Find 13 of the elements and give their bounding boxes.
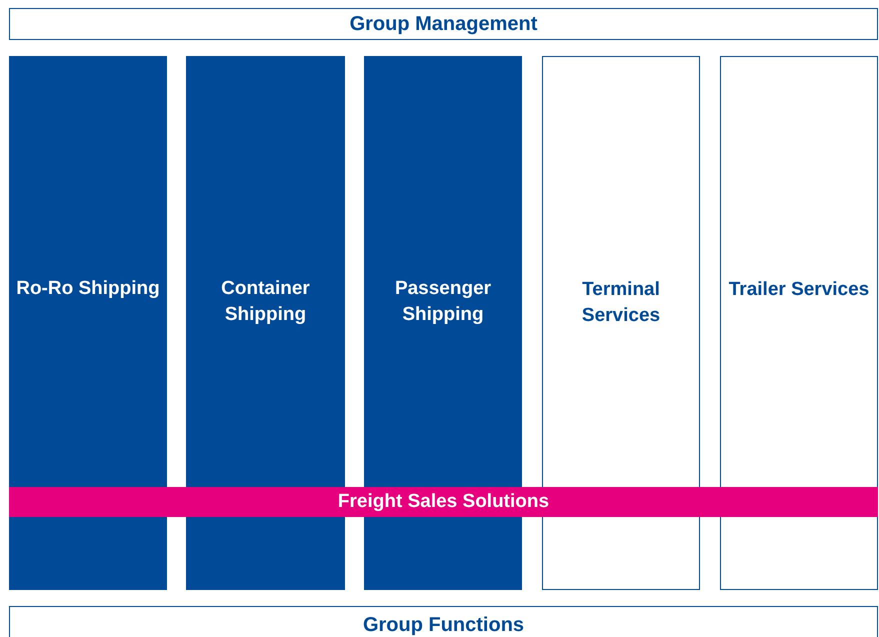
sales-band xyxy=(9,487,878,517)
division-label: Terminal Services xyxy=(580,278,662,328)
management-bar xyxy=(9,8,878,40)
division-label: Trailer Services xyxy=(728,278,870,302)
division-label: Container Shipping xyxy=(220,277,311,327)
bar-label: Group Management xyxy=(350,12,538,37)
management-bar xyxy=(9,606,878,637)
bar-label: Group Functions xyxy=(362,613,524,637)
division-label: Passenger Shipping xyxy=(394,277,492,327)
band-label: Freight Sales Solutions xyxy=(338,490,550,514)
division-column xyxy=(720,56,878,590)
division-column xyxy=(9,56,167,590)
division-label: Ro-Ro Shipping xyxy=(16,277,160,301)
